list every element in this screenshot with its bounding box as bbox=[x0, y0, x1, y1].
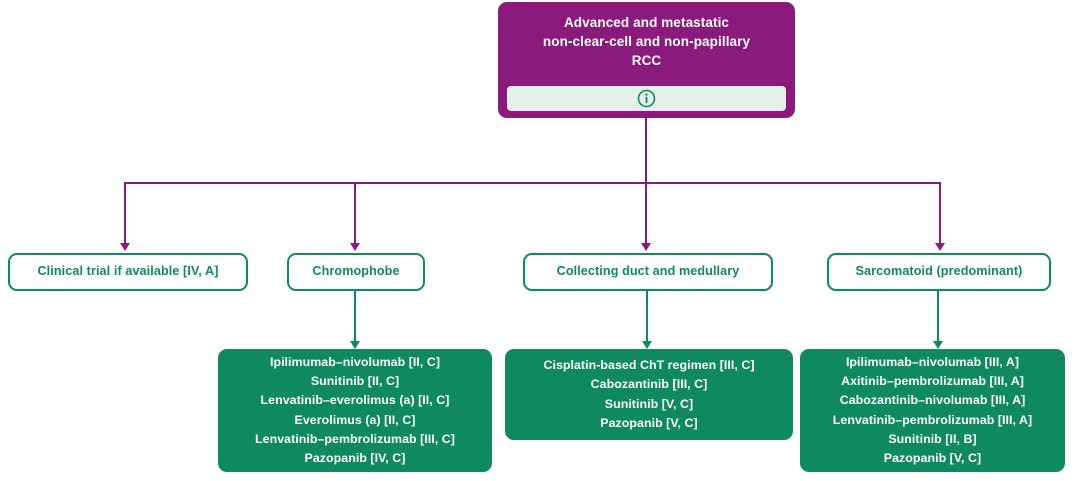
branch-arrow-4 bbox=[935, 243, 945, 251]
treatment-item: Everolimus (a) [II, C] bbox=[294, 412, 416, 427]
root-title-line-1: Advanced and metastatic bbox=[563, 15, 730, 30]
root-info-bar[interactable] bbox=[507, 86, 786, 111]
treatment-arrow-sarcomatoid bbox=[933, 341, 943, 349]
treatment-list-collecting-duct-medullary: Cisplatin-based ChT regimen [III, C] Cab… bbox=[543, 356, 754, 433]
root-drop-line bbox=[645, 118, 647, 184]
root-node-advanced-metastatic-rcc[interactable]: Advanced and metastatic non-clear-cell a… bbox=[498, 2, 795, 118]
treatment-node-collecting-duct-medullary[interactable]: Cisplatin-based ChT regimen [III, C] Cab… bbox=[505, 349, 793, 440]
branch-arrow-2 bbox=[350, 243, 360, 251]
treatment-item: Lenvatinib–everolimus (a) [II, C] bbox=[260, 393, 450, 408]
treatment-item: Lenvatinib–pembrolizumab [III, A] bbox=[832, 412, 1033, 427]
treatment-item: Lenvatinib–pembrolizumab [III, C] bbox=[255, 431, 455, 446]
treatment-item: Ipilimumab–nivolumab [III, A] bbox=[845, 354, 1020, 369]
root-node-title: Advanced and metastatic non-clear-cell a… bbox=[500, 4, 793, 70]
branch-line-2 bbox=[354, 182, 356, 244]
subtype-node-clinical-trial[interactable]: Clinical trial if available [IV, A] bbox=[8, 253, 248, 291]
horizontal-bus bbox=[125, 182, 941, 184]
subtype-label-chromophobe: Chromophobe bbox=[312, 264, 400, 279]
treatment-item: Pazopanib [IV, C] bbox=[304, 450, 406, 465]
treatment-item: Pazopanib [V, C] bbox=[600, 415, 698, 430]
treatment-item: Sunitinib [II, B] bbox=[888, 431, 977, 446]
subtype-label-sarcomatoid: Sarcomatoid (predominant) bbox=[855, 264, 1023, 279]
treatment-item: Pazopanib [V, C] bbox=[883, 450, 982, 465]
branch-arrow-3 bbox=[641, 243, 651, 251]
subtype-label-collecting-duct-medullary: Collecting duct and medullary bbox=[556, 264, 740, 279]
treatment-item: Cabozantinib–nivolumab [III, A] bbox=[839, 393, 1026, 408]
subtype-label-clinical-trial: Clinical trial if available [IV, A] bbox=[37, 264, 219, 279]
root-title-line-2: non-clear-cell and non-papillary bbox=[542, 34, 751, 50]
treatment-list-chromophobe: Ipilimumab–nivolumab [II, C] Sunitinib [… bbox=[255, 353, 455, 468]
treatment-line-collecting-duct bbox=[646, 291, 648, 343]
treatment-item: Cisplatin-based ChT regimen [III, C] bbox=[543, 358, 755, 373]
treatment-arrow-collecting-duct bbox=[642, 341, 652, 349]
treatment-item: Axitinib–pembrolizumab [III, A] bbox=[841, 374, 1024, 389]
branch-line-4 bbox=[939, 182, 941, 244]
subtype-node-chromophobe[interactable]: Chromophobe bbox=[287, 253, 425, 291]
treatment-arrow-chromophobe bbox=[350, 341, 360, 349]
treatment-item: Sunitinib [V, C] bbox=[604, 396, 694, 411]
root-title-line-3: RCC bbox=[631, 53, 662, 69]
branch-line-3 bbox=[645, 182, 647, 244]
treatment-node-chromophobe[interactable]: Ipilimumab–nivolumab [II, C] Sunitinib [… bbox=[218, 349, 492, 472]
branch-line-1 bbox=[124, 182, 126, 244]
treatment-item: Ipilimumab–nivolumab [II, C] bbox=[269, 354, 441, 369]
treatment-line-chromophobe bbox=[354, 291, 356, 343]
subtype-node-sarcomatoid[interactable]: Sarcomatoid (predominant) bbox=[827, 253, 1051, 291]
info-circle-icon[interactable] bbox=[637, 89, 656, 108]
treatment-line-sarcomatoid bbox=[937, 291, 939, 343]
treatment-list-sarcomatoid: Ipilimumab–nivolumab [III, A] Axitinib–p… bbox=[833, 353, 1032, 468]
treatment-item: Cabozantinib [III, C] bbox=[590, 377, 708, 392]
treatment-item: Sunitinib [II, C] bbox=[310, 374, 400, 389]
subtype-node-collecting-duct-medullary[interactable]: Collecting duct and medullary bbox=[523, 253, 773, 291]
branch-arrow-1 bbox=[120, 243, 130, 251]
treatment-node-sarcomatoid[interactable]: Ipilimumab–nivolumab [III, A] Axitinib–p… bbox=[800, 349, 1065, 472]
